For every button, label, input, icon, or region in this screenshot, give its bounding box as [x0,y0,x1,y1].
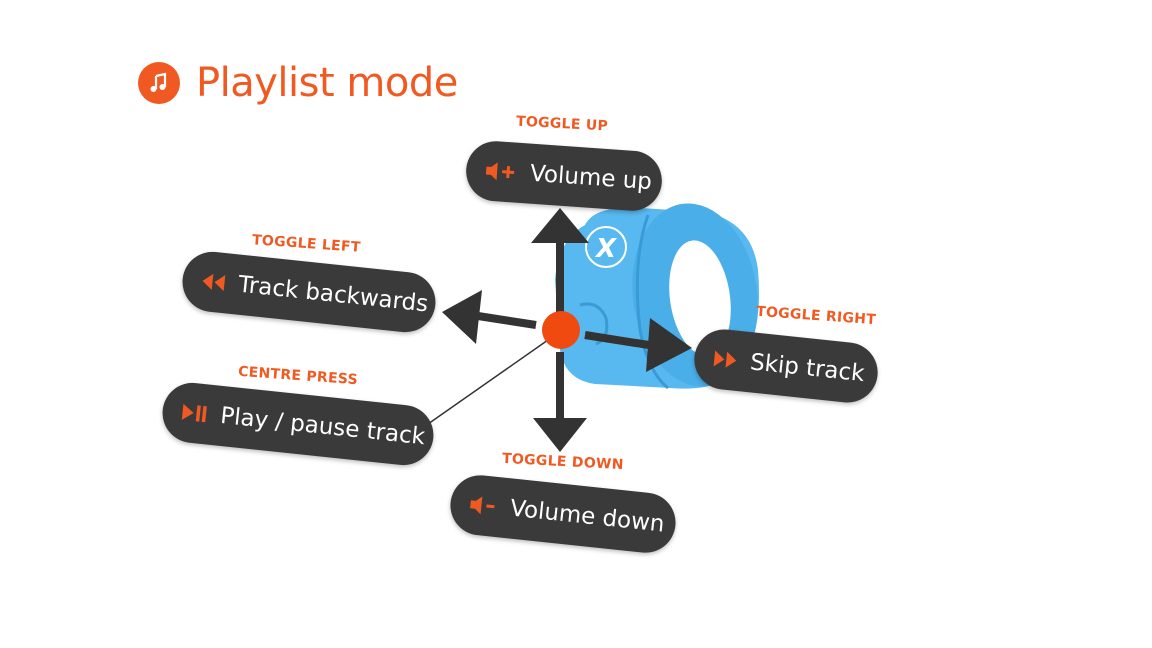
play-pause-text: Play / pause track [219,402,427,451]
centre-connector-line [427,339,549,425]
fast-forward-icon [711,348,739,371]
volume-up-button[interactable]: Volume up [464,139,664,213]
skip-track-text: Skip track [748,349,866,388]
header: Playlist mode [138,60,458,106]
rewind-icon [200,271,228,294]
play-pause-button[interactable]: Play / pause track [159,379,437,469]
arrow-right [584,331,656,350]
arrow-left-head [442,290,482,344]
volume-down-icon [467,493,499,518]
arrow-left [477,312,537,329]
volume-up-icon [483,159,518,183]
volume-down-text: Volume down [508,495,666,538]
centre-button[interactable] [542,311,580,349]
page-title: Playlist mode [196,60,458,106]
music-note-icon [138,62,180,104]
volume-down-button[interactable]: Volume down [447,472,679,556]
brand-logo-letter: X [594,234,618,264]
arrow-up-head [531,208,589,243]
play-pause-icon [180,402,210,425]
direction-arrows [442,208,692,452]
arrow-right-head [646,318,692,372]
brand-logo [585,226,627,268]
track-backwards-text: Track backwards [237,271,430,318]
volume-up-text: Volume up [529,160,653,196]
arrow-down-head [533,418,587,452]
track-backwards-button[interactable]: Track backwards [179,248,439,336]
skip-track-button[interactable]: Skip track [691,326,881,406]
